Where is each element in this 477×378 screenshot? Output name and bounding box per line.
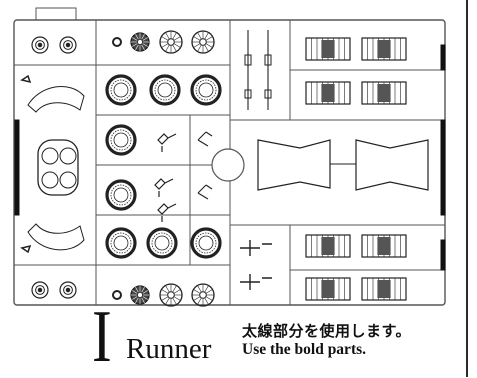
frame-part <box>27 223 85 251</box>
page-edge-rule <box>466 0 468 377</box>
cylinder-part <box>41 171 59 189</box>
instruction-japanese: 太線部分を使用します。 <box>242 324 412 340</box>
cylinder-part <box>59 171 77 189</box>
tire-part <box>190 227 222 259</box>
cylinder-part <box>59 147 77 165</box>
center-gate <box>211 148 245 182</box>
small-part <box>197 131 213 147</box>
bold-edge-right <box>440 239 446 271</box>
runner-label: Runner <box>126 333 212 365</box>
hub-part <box>31 36 49 54</box>
hub-part <box>31 281 49 299</box>
tire-part <box>190 74 222 106</box>
bold-edge-right <box>440 44 446 71</box>
cylinder-part <box>41 147 59 165</box>
small-washer <box>112 37 122 47</box>
tire-part <box>105 227 137 259</box>
bold-edge-left <box>14 119 20 216</box>
lever-part <box>240 240 272 256</box>
bracket-part <box>257 139 331 191</box>
tire-part <box>149 74 181 106</box>
small-part <box>157 133 177 152</box>
hub-part <box>59 281 77 299</box>
engine-part <box>37 139 79 196</box>
small-part <box>197 184 213 200</box>
small-washer <box>112 290 122 300</box>
tire-part <box>105 74 137 106</box>
bold-edge-right <box>440 119 446 216</box>
tire-part <box>105 179 137 211</box>
runner-tab <box>35 7 77 21</box>
runner-letter: I <box>92 296 112 378</box>
tire-part <box>105 124 137 156</box>
frame-part <box>27 86 85 113</box>
small-part <box>154 178 174 197</box>
instruction-english: Use the bold parts. <box>242 341 367 358</box>
small-part <box>157 203 177 222</box>
lever-part <box>240 274 272 290</box>
bracket-part <box>355 139 429 191</box>
tire-part <box>146 227 178 259</box>
hub-part <box>59 36 77 54</box>
gate-mark <box>20 74 32 254</box>
